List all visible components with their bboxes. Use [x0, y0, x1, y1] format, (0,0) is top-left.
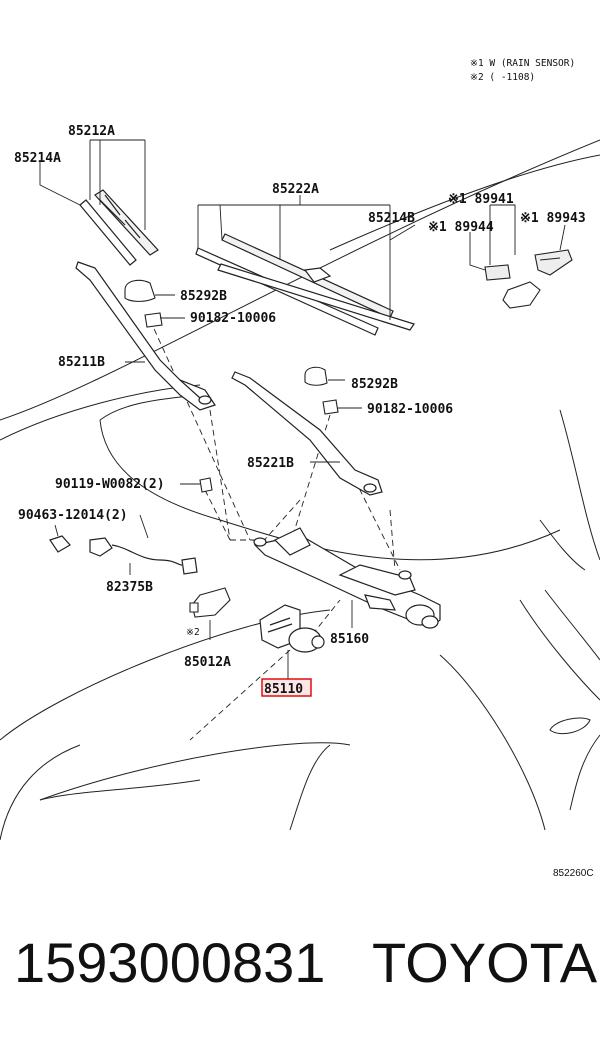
label-85214A: 85214A: [14, 151, 61, 166]
label-85211B: 85211B: [58, 355, 105, 370]
wiper-blade-b: [195, 233, 415, 336]
label-90182-upper: 90182-10006: [190, 311, 276, 326]
wiper-link-assembly: [253, 527, 441, 629]
label-89944: ※1 89944: [428, 220, 494, 235]
car-body-outline: [0, 139, 600, 841]
label-85222A: 85222A: [272, 182, 319, 197]
bolt: [199, 477, 213, 493]
footer-part-number: 1593000831: [14, 931, 326, 994]
note-date-range: ※2 ( -1108): [470, 72, 535, 83]
label-89941: ※1 89941: [448, 192, 514, 207]
caps-and-nuts: [124, 279, 339, 415]
note-rain-sensor: ※1 W (RAIN SENSOR): [470, 58, 575, 69]
label-note-x2: ※2: [186, 627, 200, 638]
wire-harness: [49, 535, 198, 575]
label-89943: ※1 89943: [520, 211, 586, 226]
label-90463: 90463-12014(2): [18, 508, 128, 523]
label-85292B-upper: 85292B: [180, 289, 227, 304]
parts-diagram: ※1 W (RAIN SENSOR) ※2 ( -1108) 85212A 85…: [0, 58, 600, 879]
footer-brand: TOYOTA: [372, 931, 598, 994]
diagram-code: 852260C: [553, 868, 594, 879]
label-85012A: 85012A: [184, 655, 231, 670]
label-90182-lower: 90182-10006: [367, 402, 453, 417]
label-85212A: 85212A: [68, 124, 115, 139]
label-90119: 90119-W0082(2): [55, 477, 165, 492]
label-85221B: 85221B: [247, 456, 294, 471]
label-85292B-lower: 85292B: [351, 377, 398, 392]
wiper-motor: [259, 604, 325, 653]
label-82375B: 82375B: [106, 580, 153, 595]
bracket: [189, 587, 231, 618]
wiper-arm-right: [231, 371, 383, 496]
label-85110-highlighted[interactable]: 85110: [264, 682, 303, 697]
wiper-arm-left: [75, 261, 216, 411]
highlight-box-85110: [261, 678, 312, 697]
rain-sensor-parts: [484, 249, 573, 309]
wiper-blade-a: [79, 189, 159, 266]
label-85214B: 85214B: [368, 211, 415, 226]
leader-lines: [39, 139, 566, 680]
label-85160: 85160: [330, 632, 369, 647]
